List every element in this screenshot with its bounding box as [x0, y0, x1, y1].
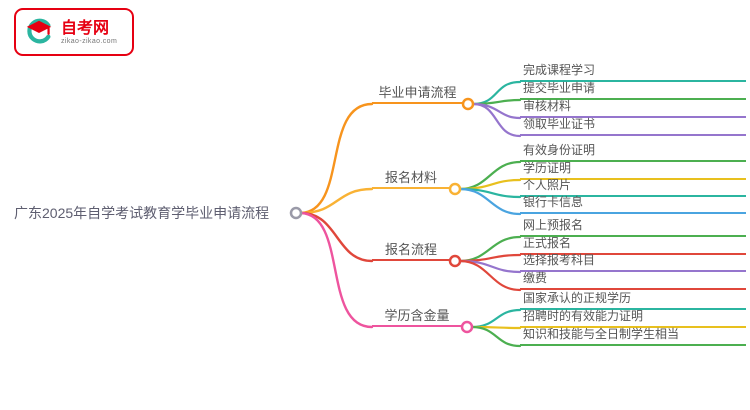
branch-node-3[interactable]: 学历含金量	[372, 308, 462, 327]
logo-cap	[26, 20, 52, 33]
leaf-node-0-0[interactable]: 完成课程学习	[520, 62, 746, 82]
branch-node-1[interactable]: 报名材料	[372, 170, 450, 189]
root-circle	[289, 206, 303, 220]
branch-circle-2	[448, 254, 462, 268]
leaf-node-2-2[interactable]: 选择报考科目	[520, 252, 746, 272]
leaf-node-1-0[interactable]: 有效身份证明	[520, 142, 746, 162]
logo-icon	[26, 18, 52, 44]
leaf-node-0-2[interactable]: 审核材料	[520, 98, 746, 118]
branch-node-0[interactable]: 毕业申请流程	[372, 85, 463, 104]
leaf-node-2-0[interactable]: 网上预报名	[520, 217, 746, 237]
root-node[interactable]: 广东2025年自学考试教育学毕业申请流程	[14, 205, 270, 221]
leaf-connector-2-3	[458, 259, 522, 292]
leaf-node-2-1[interactable]: 正式报名	[520, 235, 746, 255]
branch-circle-3	[460, 320, 474, 334]
leaf-node-3-0[interactable]: 国家承认的正规学历	[520, 290, 746, 310]
logo-title: 自考网	[61, 20, 110, 37]
leaf-node-1-3[interactable]: 银行卡信息	[520, 194, 746, 214]
logo-subtitle: zikao-zikao.com	[61, 38, 118, 45]
logo-text: 自考网 zikao-zikao.com	[61, 19, 117, 45]
leaf-connector-2-1	[458, 253, 522, 263]
branch-curve-1	[299, 187, 374, 215]
branch-curve-2	[299, 211, 374, 263]
branch-curve-3	[299, 211, 374, 329]
logo-swoosh	[27, 18, 51, 44]
branch-node-2[interactable]: 报名流程	[372, 242, 450, 261]
leaf-connector-3-0	[470, 308, 522, 329]
branch-curve-0	[299, 102, 374, 215]
leaf-node-2-3[interactable]: 缴费	[520, 270, 746, 290]
leaf-node-1-1[interactable]: 学历证明	[520, 160, 746, 180]
branch-circle-1	[448, 182, 462, 196]
leaf-node-0-3[interactable]: 领取毕业证书	[520, 116, 746, 136]
leaf-connector-0-3	[471, 102, 522, 138]
site-logo[interactable]: 自考网 zikao-zikao.com	[14, 8, 134, 56]
leaf-node-0-1[interactable]: 提交毕业申请	[520, 80, 746, 100]
leaf-connector-3-2	[470, 325, 522, 348]
leaf-node-1-2[interactable]: 个人照片	[520, 177, 746, 197]
leaf-connector-1-3	[458, 187, 522, 216]
leaf-node-3-2[interactable]: 知识和技能与全日制学生相当	[520, 326, 746, 346]
branch-circle-0	[461, 97, 475, 111]
leaf-node-3-1[interactable]: 招聘时的有效能力证明	[520, 308, 746, 328]
logo-tassel	[47, 27, 50, 35]
leaf-connector-1-1	[458, 178, 522, 191]
